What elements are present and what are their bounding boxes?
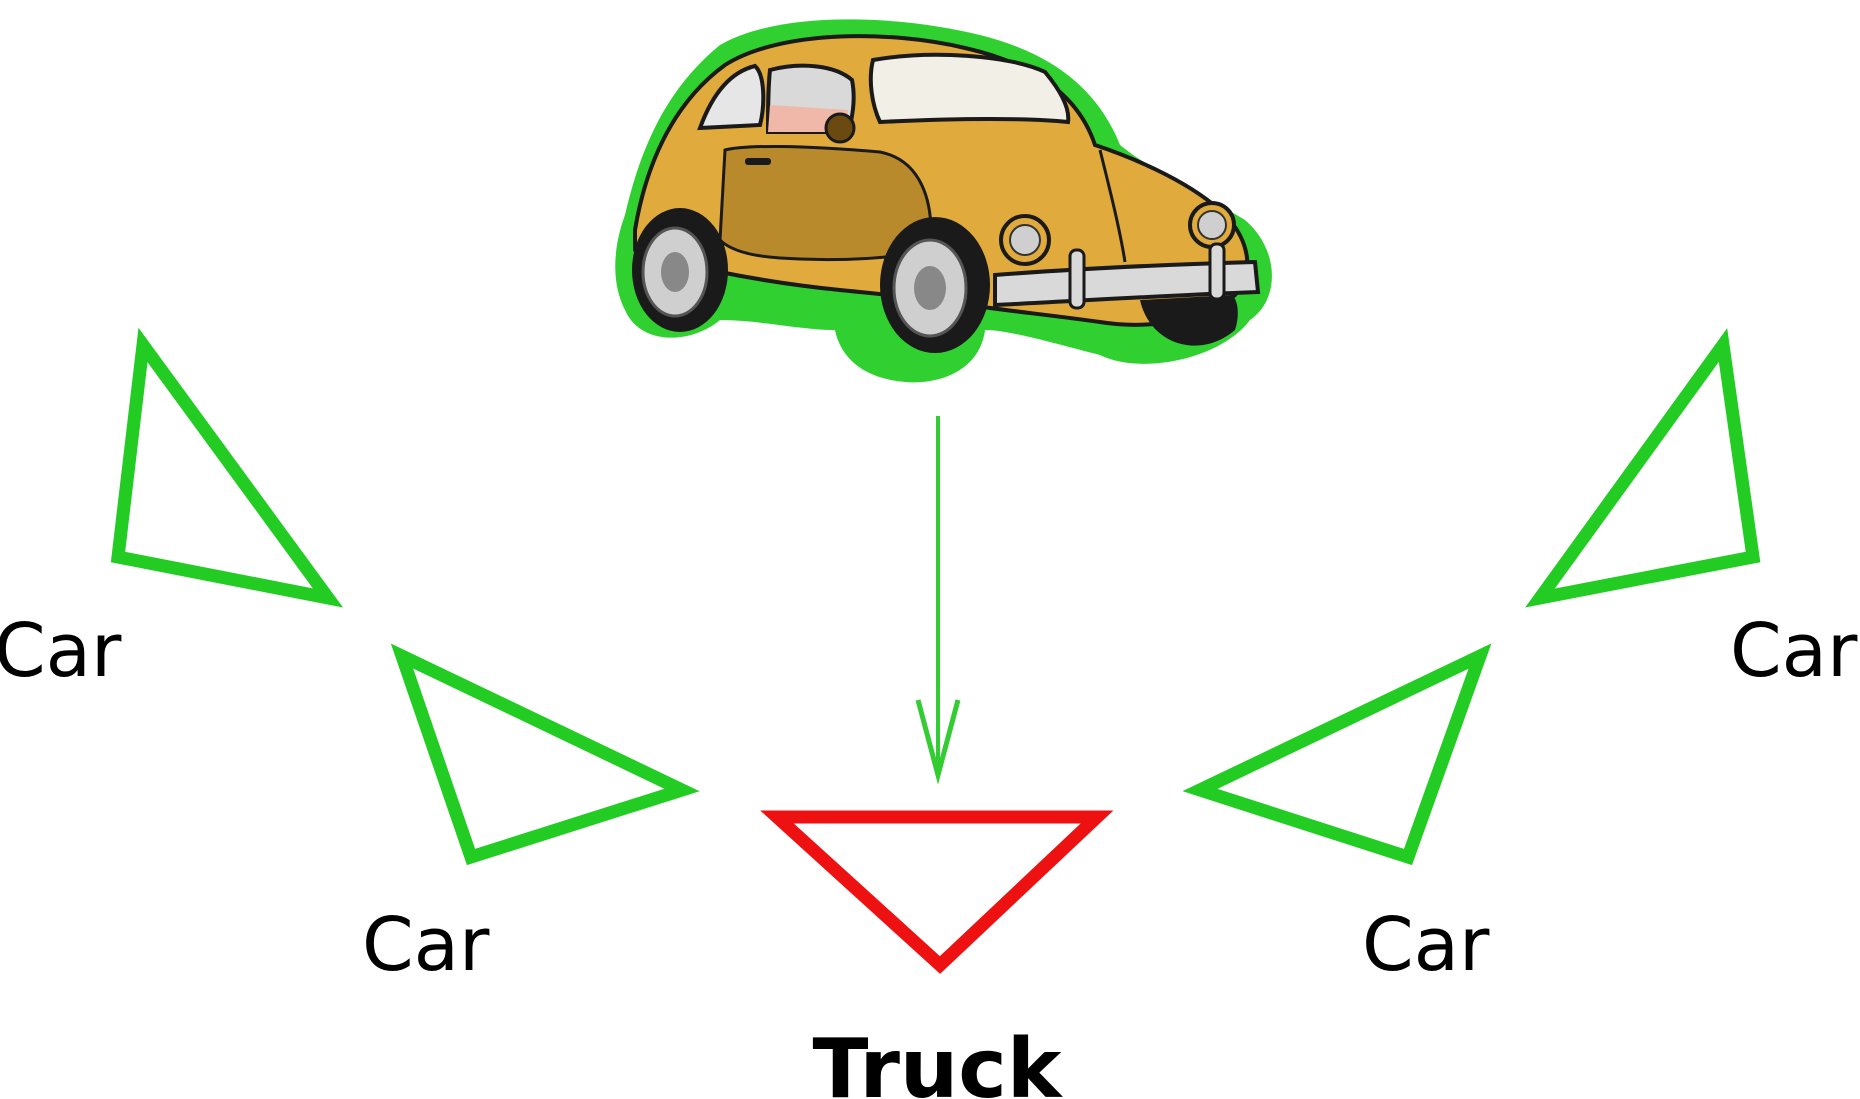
car-label-near-right: Car — [1362, 902, 1490, 988]
beetle-car-icon — [615, 19, 1272, 383]
car-triangle-far-left — [110, 327, 344, 608]
car-triangle-near-right — [1182, 643, 1492, 866]
truck-label: Truck — [813, 1022, 1064, 1099]
arrow-down-icon — [915, 416, 961, 785]
car-label-near-left: Car — [362, 902, 490, 988]
car-label-far-left: Car — [0, 608, 122, 694]
truck-triangle — [760, 810, 1114, 974]
car-label-far-right: Car — [1730, 608, 1858, 694]
car-triangle-near-left — [390, 643, 700, 866]
car-triangle-far-right — [1525, 328, 1761, 608]
